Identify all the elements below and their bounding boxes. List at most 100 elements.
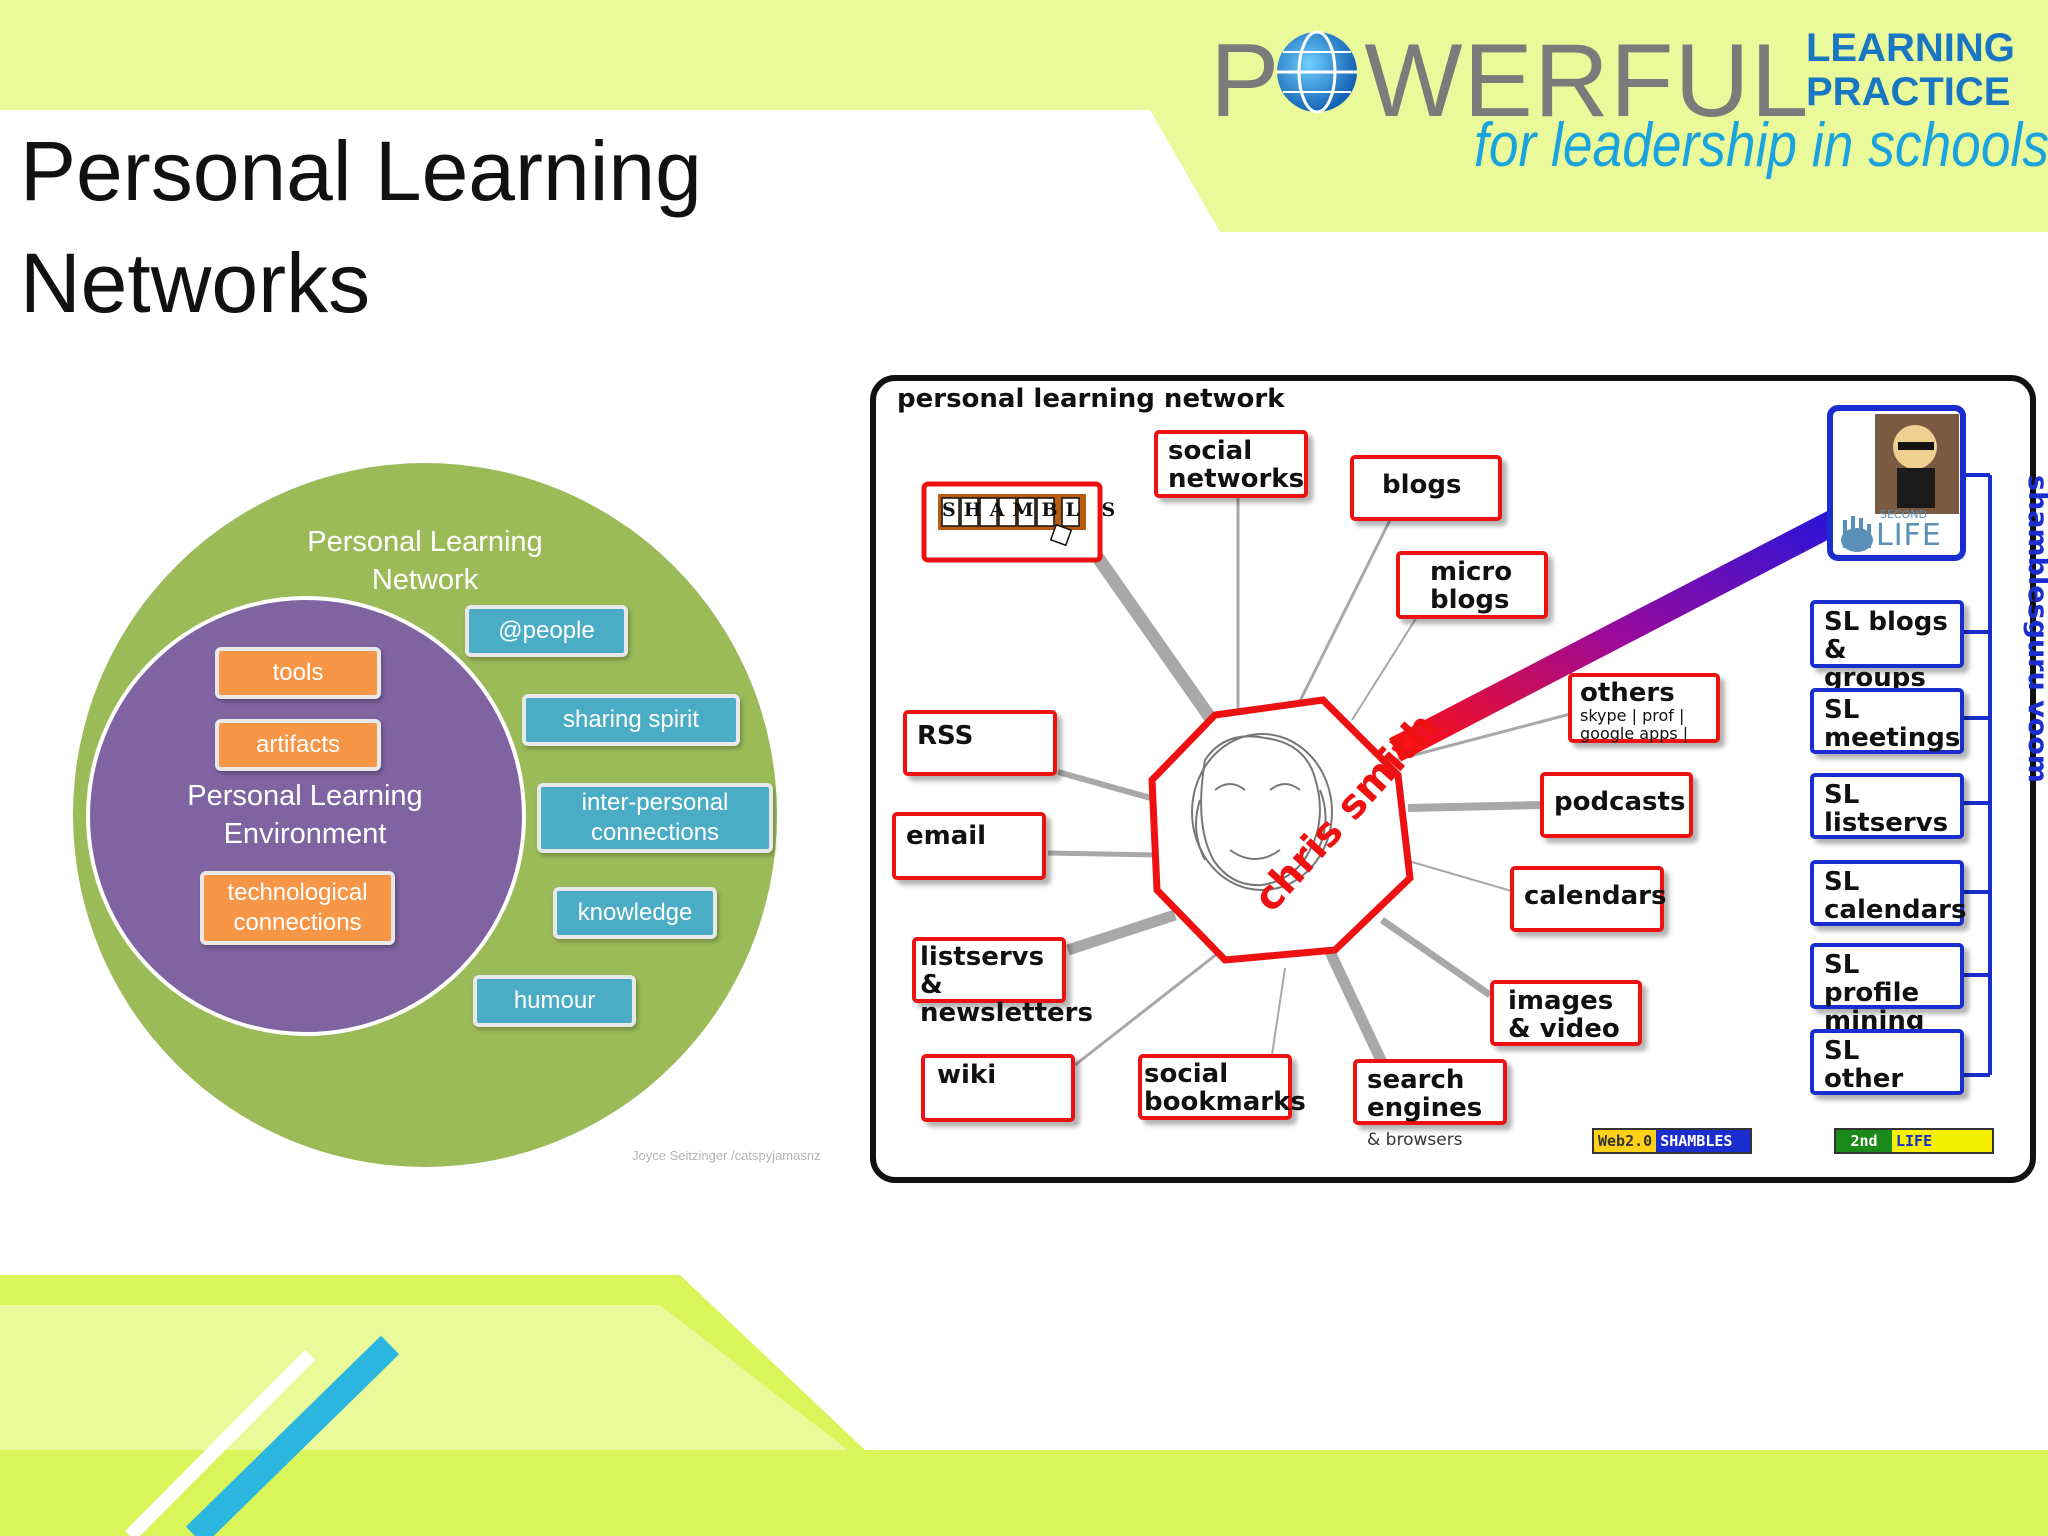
node-blogs: blogs: [1350, 455, 1502, 521]
globe-icon: [1277, 30, 1357, 114]
title-line-1: Personal Learning: [20, 124, 702, 218]
sl-node-other-line-1: SL: [1824, 1036, 1860, 1066]
chip-sharing-spirit: sharing spirit: [522, 694, 740, 746]
ple-heading-line-2: Environment: [223, 818, 387, 850]
badge-web20: Web2.0: [1594, 1130, 1657, 1152]
chip-inter-personal-label-2: connections: [590, 819, 720, 846]
node-wiki-label: wiki: [937, 1060, 997, 1090]
second-life-hand-icon: [1841, 516, 1873, 552]
search-engines-subtext: & browsers: [1367, 1130, 1463, 1150]
image-credit: Joyce Seitzinger /catspyjamasnz: [632, 1148, 821, 1163]
node-social-networks-line-2: networks: [1168, 464, 1305, 494]
sl-node-calendars-line-1: SL: [1824, 867, 1860, 897]
sl-node-listservs-line-2: listservs: [1824, 808, 1949, 838]
chip-artifacts-label: artifacts: [255, 731, 341, 758]
node-search-engines: search engines: [1353, 1059, 1507, 1125]
node-others-detail-2: google apps |: [1580, 725, 1689, 743]
top-banner-tab: [1150, 110, 2048, 232]
sl-node-blogs-line-1: SL blogs: [1824, 607, 1948, 637]
blue-stripe: [185, 1335, 400, 1536]
top-banner: [0, 0, 2048, 110]
chip-tools: tools: [215, 647, 381, 699]
sl-node-blogs-groups: SL blogs & groups: [1810, 600, 1964, 692]
chip-technological-label-1: technological: [227, 879, 368, 906]
sl-node-listservs: SL listservs: [1810, 773, 1964, 839]
logo-learning: LEARNING: [1806, 26, 2015, 70]
node-calendars: calendars: [1510, 866, 1666, 932]
logo-practice: PRACTICE: [1806, 70, 2011, 114]
2nd-life-badge: 2nd LIFE: [1834, 1128, 1994, 1154]
ple-heading-line-1: Personal Learning: [187, 780, 423, 812]
chip-artifacts: artifacts: [215, 719, 381, 771]
node-rss-label: RSS: [917, 721, 974, 751]
node-social-bookmarks-line-2: bookmarks: [1144, 1087, 1306, 1117]
sl-node-blogs-line-2: & groups: [1824, 635, 1926, 693]
sl-node-calendars: SL calendars: [1810, 860, 1967, 926]
shambles-logo: [921, 481, 1103, 563]
chip-humour-label: humour: [513, 987, 596, 1014]
ple-inner-circle: [86, 596, 526, 1036]
chip-technological-label-2: connections: [233, 909, 362, 936]
sl-node-listservs-line-1: SL: [1824, 780, 1860, 810]
node-others-detail-1: skype | prof |: [1580, 707, 1685, 725]
chip-humour: humour: [473, 975, 636, 1027]
avatar-sketch: [1191, 733, 1333, 891]
sl-node-meetings-line-2: meetings: [1824, 723, 1961, 753]
node-images-video-line-2: & video: [1508, 1014, 1620, 1044]
chip-inter-personal-connections: inter-personal connections: [537, 783, 773, 853]
chip-inter-personal-label-1: inter-personal: [581, 789, 729, 816]
chip-people-label: @people: [498, 617, 595, 644]
second-life-beam: [1389, 508, 1844, 762]
node-podcasts: podcasts: [1540, 772, 1693, 838]
logo-tagline: for leadership in schools: [1474, 111, 2048, 180]
sl-bracket: [1963, 473, 1992, 1077]
node-wiki: wiki: [921, 1054, 1075, 1122]
chip-knowledge-label: knowledge: [577, 899, 693, 926]
title-line-2: Networks: [20, 236, 371, 330]
logo-wordmark: P WERFUL: [1210, 22, 1809, 141]
badge-2nd: 2nd: [1836, 1130, 1892, 1152]
node-listservs-newsletters: listservs & newsletters: [912, 937, 1093, 1027]
bottom-banner-light: [0, 1305, 848, 1450]
node-social-bookmarks-line-1: social: [1144, 1059, 1229, 1089]
chris-smith-hub: [1148, 696, 1414, 964]
node-micro-blogs-line-1: micro: [1430, 557, 1513, 587]
ple-heading: Personal Learning Environment: [160, 777, 450, 853]
chip-knowledge: knowledge: [553, 887, 717, 939]
node-blogs-label: blogs: [1382, 470, 1462, 500]
sl-node-profile-line-1: SL profile: [1824, 950, 1920, 1008]
node-social-bookmarks: social bookmarks: [1138, 1054, 1306, 1120]
node-micro-blogs-line-2: blogs: [1430, 585, 1510, 615]
badge-life: LIFE: [1892, 1130, 1992, 1152]
node-search-engines-line-2: engines: [1367, 1093, 1483, 1123]
chip-tools-label: tools: [272, 659, 324, 686]
logo-word-p: P: [1210, 23, 1281, 139]
sl-node-meetings-line-1: SL: [1824, 695, 1860, 725]
sl-node-profile-mining: SL profile mining: [1810, 943, 1964, 1035]
node-listservs-line-2: newsletters: [920, 998, 1093, 1028]
pln-heading-line-1: Personal Learning: [307, 526, 543, 558]
chip-sharing-spirit-label: sharing spirit: [562, 706, 700, 733]
pln-title: personal learning network: [897, 384, 1285, 414]
node-images-video: images & video: [1490, 980, 1642, 1046]
node-social-networks: social networks: [1154, 430, 1308, 498]
logo-side-text: LEARNING PRACTICE: [1806, 26, 2015, 114]
pln-heading-line-2: Network: [371, 564, 479, 596]
sl-node-calendars-line-2: calendars: [1824, 895, 1967, 925]
web20-shambles-badge: Web2.0 SHAMBLES: [1592, 1128, 1752, 1154]
logo-word-rest: WERFUL: [1364, 23, 1810, 139]
chip-technological-connections: technological connections: [200, 871, 395, 945]
node-email-label: email: [906, 821, 987, 851]
node-social-networks-line-1: social: [1168, 436, 1253, 466]
sl-node-meetings: SL meetings: [1810, 688, 1964, 754]
pln-heading: Personal Learning Network: [270, 523, 580, 599]
node-search-engines-line-1: search: [1367, 1065, 1465, 1095]
second-life-logo-text: LIFE: [1876, 518, 1942, 553]
sl-node-other-line-2: other: [1824, 1064, 1904, 1094]
node-others-label: others: [1580, 678, 1675, 708]
node-others: others skype | prof | google apps |: [1568, 673, 1720, 743]
chip-people: @people: [465, 605, 628, 657]
node-images-video-line-1: images: [1508, 986, 1614, 1016]
second-life-avatar: [1827, 405, 1966, 561]
